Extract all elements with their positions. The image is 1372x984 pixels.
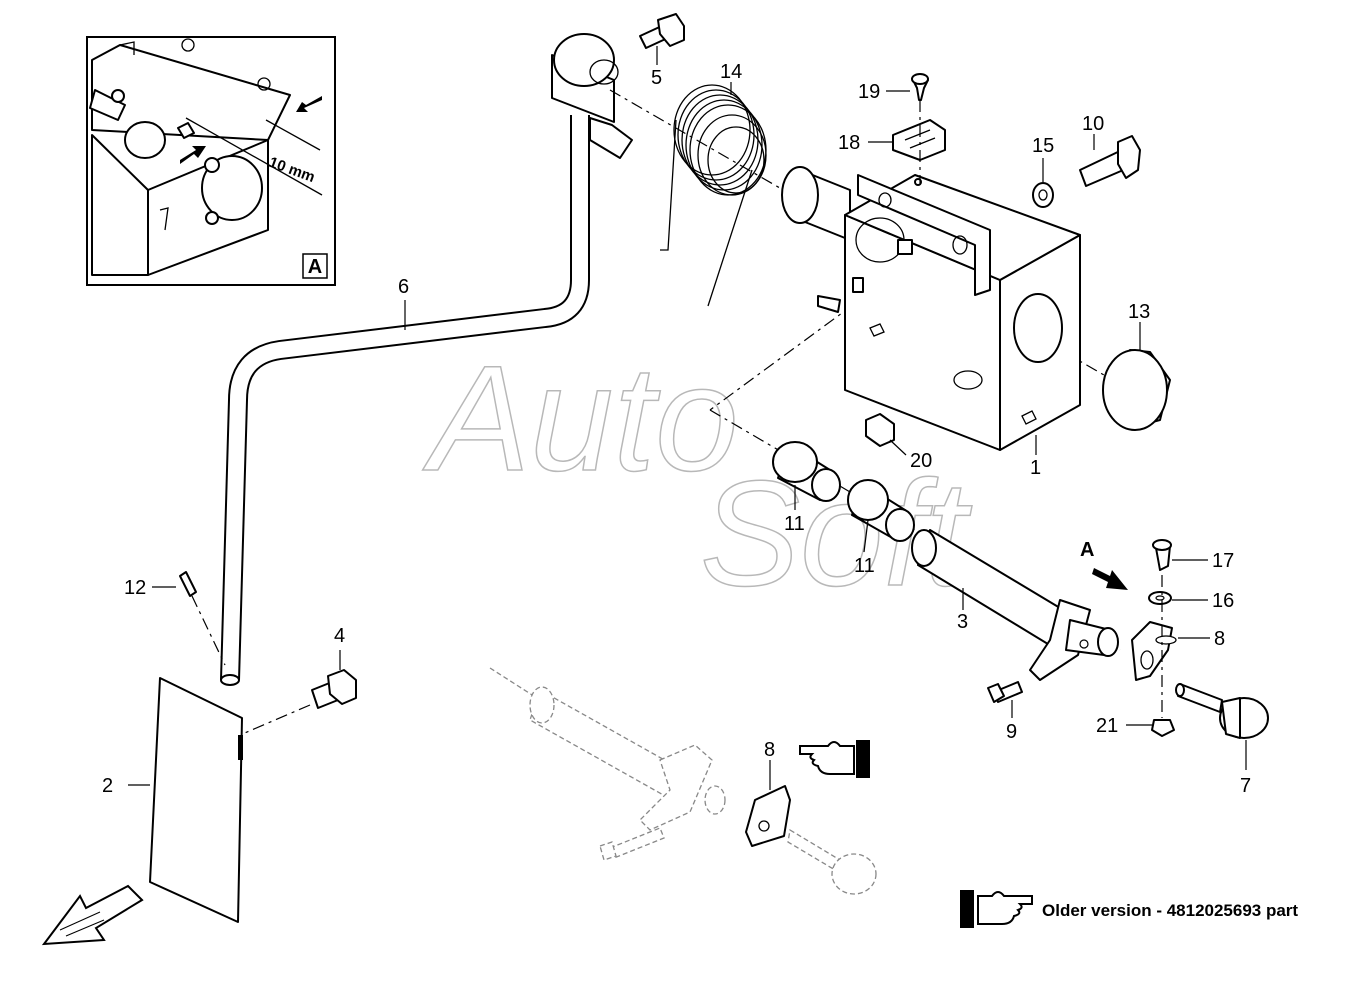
housing-flange	[857, 174, 991, 296]
callout-2: 2	[102, 775, 113, 797]
pedal-rod	[222, 115, 588, 681]
watermark-auto: Auto	[422, 334, 739, 502]
return-spring	[660, 84, 767, 307]
inset-knob	[124, 121, 166, 159]
inset-arrow-left	[180, 146, 206, 164]
view-arrow	[1092, 568, 1128, 590]
rod-clip	[589, 117, 633, 159]
inset-arrow-right	[296, 96, 322, 112]
bolt-10-head	[1117, 135, 1141, 179]
view-marker-a: A	[1080, 539, 1094, 561]
bracket-housing	[781, 166, 1081, 451]
callout-16: 16	[1212, 590, 1234, 612]
callout-8-old: 8	[764, 739, 775, 761]
bushing-11a	[772, 441, 841, 502]
part-20	[865, 413, 895, 447]
inset-label-box	[302, 253, 328, 279]
callout-8: 8	[1214, 628, 1225, 650]
callout-7: 7	[1240, 775, 1251, 797]
rod-boss	[553, 33, 615, 87]
callout-6: 6	[398, 276, 409, 298]
callout-12: 12	[124, 577, 146, 599]
older-version-view	[489, 667, 877, 895]
callout-21: 21	[1096, 715, 1118, 737]
bolt-5-head	[657, 13, 685, 47]
callout-4: 4	[334, 625, 345, 647]
nut-21	[1151, 719, 1175, 737]
pointing-hand-icon	[799, 740, 870, 778]
callout-19: 19	[858, 81, 880, 103]
bushing-11b	[847, 479, 915, 542]
callout-11b: 11	[854, 555, 875, 577]
callout-1: 1	[1030, 457, 1041, 479]
pedal-pad-2	[149, 677, 243, 923]
pedal-pad-edge	[238, 735, 243, 760]
cap-13	[1102, 349, 1171, 431]
callout-20: 20	[910, 450, 932, 472]
callout-leaders	[128, 46, 1247, 790]
bolt-9-head	[987, 683, 1005, 703]
callout-13: 13	[1128, 301, 1150, 323]
callout-14: 14	[720, 61, 742, 83]
knob-7	[1175, 683, 1269, 739]
callout-3: 3	[957, 611, 968, 633]
older-version-note: Older version - 4812025693 part	[1042, 901, 1298, 920]
plate-8	[1131, 621, 1177, 681]
shaft-3	[911, 529, 1119, 681]
callout-5: 5	[651, 67, 662, 89]
callout-11a: 11	[784, 513, 805, 535]
callout-18: 18	[838, 132, 860, 154]
housing-hole-13	[1013, 293, 1063, 363]
old-plate-8	[745, 785, 791, 847]
clip-18	[892, 119, 946, 161]
pin-12	[179, 571, 197, 597]
inset-label: A	[308, 256, 322, 278]
callout-9: 9	[1006, 721, 1017, 743]
legend-hand-icon	[960, 890, 1033, 928]
plug-4-head	[327, 669, 357, 705]
callout-17: 17	[1212, 550, 1234, 572]
inset-a-detail: 10 mm A	[86, 36, 336, 286]
callout-10: 10	[1082, 113, 1104, 135]
inset-top-plate	[91, 44, 291, 141]
callout-15: 15	[1032, 135, 1054, 157]
